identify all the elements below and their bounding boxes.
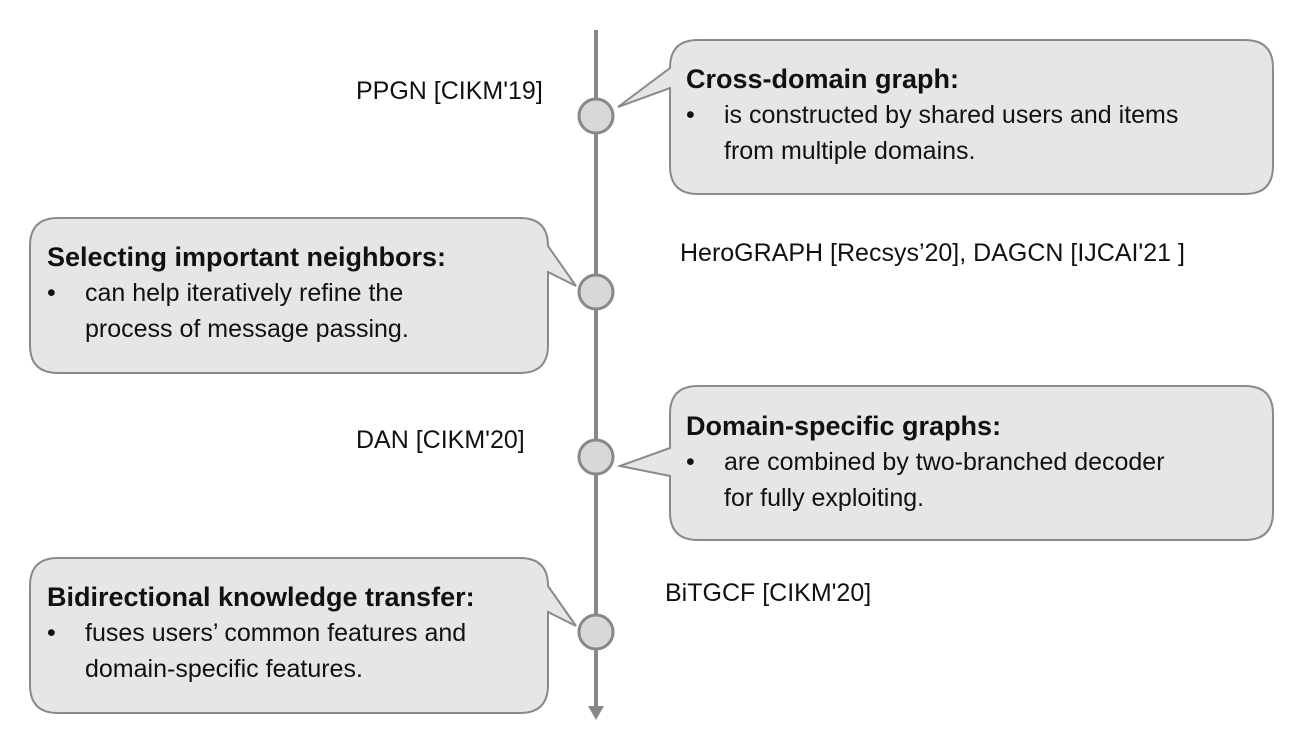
- callout-neighbors-shape: [29, 217, 577, 374]
- label-bitgcf: BiTGCF [CIKM'20]: [665, 579, 872, 607]
- callout-bullet-line-1: can help iteratively refine the: [85, 279, 404, 307]
- bullet-marker: •: [47, 279, 56, 307]
- callout-title: Cross-domain graph:: [686, 64, 960, 94]
- callout-bidirectional-shape: [29, 557, 577, 714]
- callout-bullet-line-1: is constructed by shared users and items: [724, 101, 1179, 129]
- callout-domain-specific-shape: [616, 385, 1274, 541]
- callout-bidirectional: Bidirectional knowledge transfer: • fuse…: [47, 579, 537, 687]
- timeline-node-4: [577, 613, 615, 651]
- callout-neighbors: Selecting important neighbors: • can hel…: [47, 239, 537, 347]
- label-dan: DAN [CIKM'20]: [356, 426, 525, 454]
- callout-bullet-line-2: for fully exploiting.: [724, 484, 925, 512]
- callout-bullet-item: • are combined by two-branched decoder f…: [686, 444, 1256, 516]
- bullet-marker: •: [686, 448, 695, 476]
- callout-title: Selecting important neighbors:: [47, 242, 447, 272]
- timeline-arrowhead: [588, 706, 604, 720]
- callout-bullet-line-2: from multiple domains.: [724, 137, 976, 165]
- callout-bullet-line-1: fuses users’ common features and: [85, 619, 467, 647]
- timeline-node-1: [577, 97, 615, 135]
- callout-bullet-item: • can help iteratively refine the proces…: [47, 275, 537, 347]
- callout-bullet-line-2: domain-specific features.: [85, 655, 363, 683]
- callout-title: Domain-specific graphs:: [686, 411, 1002, 441]
- timeline-node-3: [577, 438, 615, 476]
- timeline-node-2: [577, 273, 615, 311]
- callout-title: Bidirectional knowledge transfer:: [47, 582, 475, 612]
- callout-cross-domain-shape: [617, 39, 1274, 195]
- callout-domain-specific: Domain-specific graphs: • are combined b…: [686, 408, 1256, 516]
- callout-bullet-line-2: process of message passing.: [85, 315, 409, 343]
- label-ppgn: PPGN [CIKM'19]: [356, 77, 543, 105]
- bullet-marker: •: [47, 619, 56, 647]
- label-herograph-dagcn: HeroGRAPH [Recsys’20], DAGCN [IJCAI'21 ]: [680, 239, 1185, 267]
- callout-bullet-item: • fuses users’ common features and domai…: [47, 615, 537, 687]
- bullet-marker: •: [686, 101, 695, 129]
- callout-cross-domain: Cross-domain graph: • is constructed by …: [686, 61, 1256, 169]
- callout-bullet-line-1: are combined by two-branched decoder: [724, 448, 1165, 476]
- callout-bullet-item: • is constructed by shared users and ite…: [686, 97, 1256, 169]
